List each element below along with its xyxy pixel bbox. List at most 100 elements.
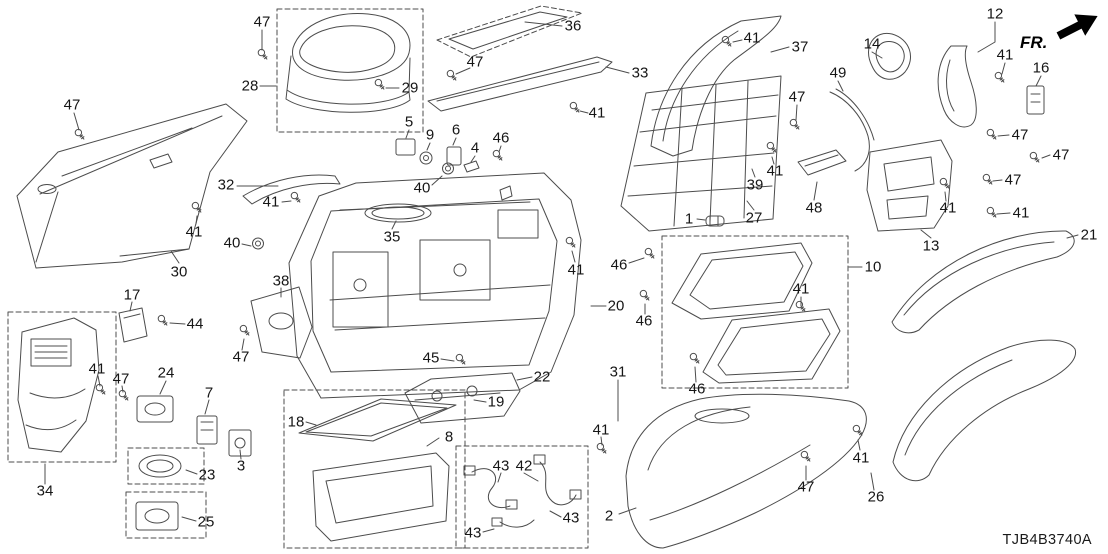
- callout-2: 2: [604, 507, 614, 525]
- part-bracket-right: [866, 139, 953, 232]
- callout-37: 37: [791, 38, 809, 56]
- bolt-icon: [983, 204, 1001, 227]
- callout-35: 35: [383, 228, 401, 246]
- fr-direction-indicator: FR.: [1018, 5, 1106, 53]
- bolt-icon: [936, 175, 954, 198]
- callout-40: 40: [413, 179, 431, 197]
- bolt-icon: [254, 46, 272, 69]
- part-tray-mat: [364, 203, 432, 223]
- bolt-icon: [1026, 149, 1044, 172]
- bolt-icon: [562, 234, 580, 257]
- callout-41: 41: [185, 223, 203, 241]
- callout-40: 40: [223, 234, 241, 252]
- callout-14: 14: [863, 35, 881, 53]
- callout-42: 42: [515, 457, 533, 475]
- part-console-lid-group: [276, 8, 424, 133]
- bolt-icon: [718, 33, 736, 56]
- part-curved-garnish: [650, 15, 782, 157]
- bolt-icon: [154, 312, 172, 335]
- callout-47: 47: [797, 478, 815, 496]
- bolt-icon: [287, 189, 305, 212]
- callout-34: 34: [36, 482, 54, 500]
- callout-47: 47: [232, 348, 250, 366]
- ring-nut-icon: [251, 237, 265, 256]
- bolt-icon: [991, 69, 1009, 92]
- bolt-icon: [686, 350, 704, 373]
- bolt-icon: [188, 199, 206, 222]
- callout-27: 27: [745, 209, 763, 227]
- callout-41: 41: [592, 421, 610, 439]
- part-console-inner-panel: [620, 75, 782, 232]
- callout-9: 9: [425, 126, 435, 144]
- callout-31: 31: [609, 363, 627, 381]
- callout-47: 47: [63, 96, 81, 114]
- callout-45: 45: [422, 349, 440, 367]
- bolt-icon: [786, 116, 804, 139]
- callout-41: 41: [996, 46, 1014, 64]
- callout-46: 46: [688, 380, 706, 398]
- callout-25: 25: [197, 513, 215, 531]
- part-wire-harnesses: [455, 445, 589, 549]
- part-cable: [829, 88, 875, 172]
- bolt-icon: [983, 126, 1001, 149]
- callout-48: 48: [805, 199, 823, 217]
- callout-49: 49: [829, 64, 847, 82]
- ring-nut-icon: [441, 162, 455, 181]
- callout-13: 13: [922, 237, 940, 255]
- part-small-plate: [1026, 85, 1045, 115]
- callout-41: 41: [1012, 204, 1030, 222]
- bolt-icon: [115, 387, 133, 410]
- callout-26: 26: [867, 488, 885, 506]
- bolt-icon: [792, 298, 810, 321]
- callout-7: 7: [204, 384, 214, 402]
- callout-28: 28: [241, 77, 259, 95]
- callout-17: 17: [123, 286, 141, 304]
- bolt-icon: [71, 126, 89, 149]
- part-small-hardware: [395, 138, 725, 227]
- callout-47: 47: [1052, 146, 1070, 164]
- callout-12: 12: [986, 5, 1004, 23]
- callout-38: 38: [272, 272, 290, 290]
- part-console-side-panel: [625, 393, 867, 549]
- callout-41: 41: [567, 261, 585, 279]
- bolt-icon: [489, 147, 507, 170]
- callout-24: 24: [157, 364, 175, 382]
- callout-43: 43: [492, 457, 510, 475]
- callout-4: 4: [470, 139, 480, 157]
- callout-22: 22: [533, 368, 551, 386]
- callout-10: 10: [864, 258, 882, 276]
- callout-46: 46: [492, 129, 510, 147]
- callout-32: 32: [217, 176, 235, 194]
- callout-39: 39: [746, 176, 764, 194]
- callout-21: 21: [1080, 226, 1098, 244]
- fr-arrow-icon: [1056, 14, 1098, 40]
- callout-43: 43: [562, 509, 580, 527]
- part-side-panel-left: [16, 103, 248, 269]
- callout-41: 41: [939, 199, 957, 217]
- callout-20: 20: [607, 297, 625, 315]
- callout-8: 8: [444, 428, 454, 446]
- callout-41: 41: [743, 29, 761, 47]
- bolt-icon: [641, 245, 659, 268]
- part-thin-trim: [242, 174, 341, 205]
- part-trim-strip: [427, 56, 613, 112]
- bolt-icon: [849, 422, 867, 445]
- part-bracket-upper-right: [937, 45, 977, 128]
- callout-5: 5: [404, 113, 414, 131]
- part-lid-mat: [436, 5, 583, 58]
- bolt-icon: [979, 171, 997, 194]
- part-garnish-upper: [891, 230, 1075, 334]
- fr-label: FR.: [1020, 33, 1048, 52]
- part-front-panel: [7, 311, 117, 463]
- callout-44: 44: [186, 315, 204, 333]
- bolt-icon: [636, 287, 654, 310]
- bolt-icon: [452, 351, 470, 374]
- part-pad: [797, 149, 847, 176]
- callout-6: 6: [451, 121, 461, 139]
- bolt-icon: [92, 381, 110, 404]
- callout-41: 41: [262, 193, 280, 211]
- part-garnish-lower: [892, 339, 1077, 482]
- callout-41: 41: [588, 104, 606, 122]
- diagram-code: TJB4B3740A: [1002, 532, 1092, 548]
- part-storage-box-group: [283, 389, 466, 549]
